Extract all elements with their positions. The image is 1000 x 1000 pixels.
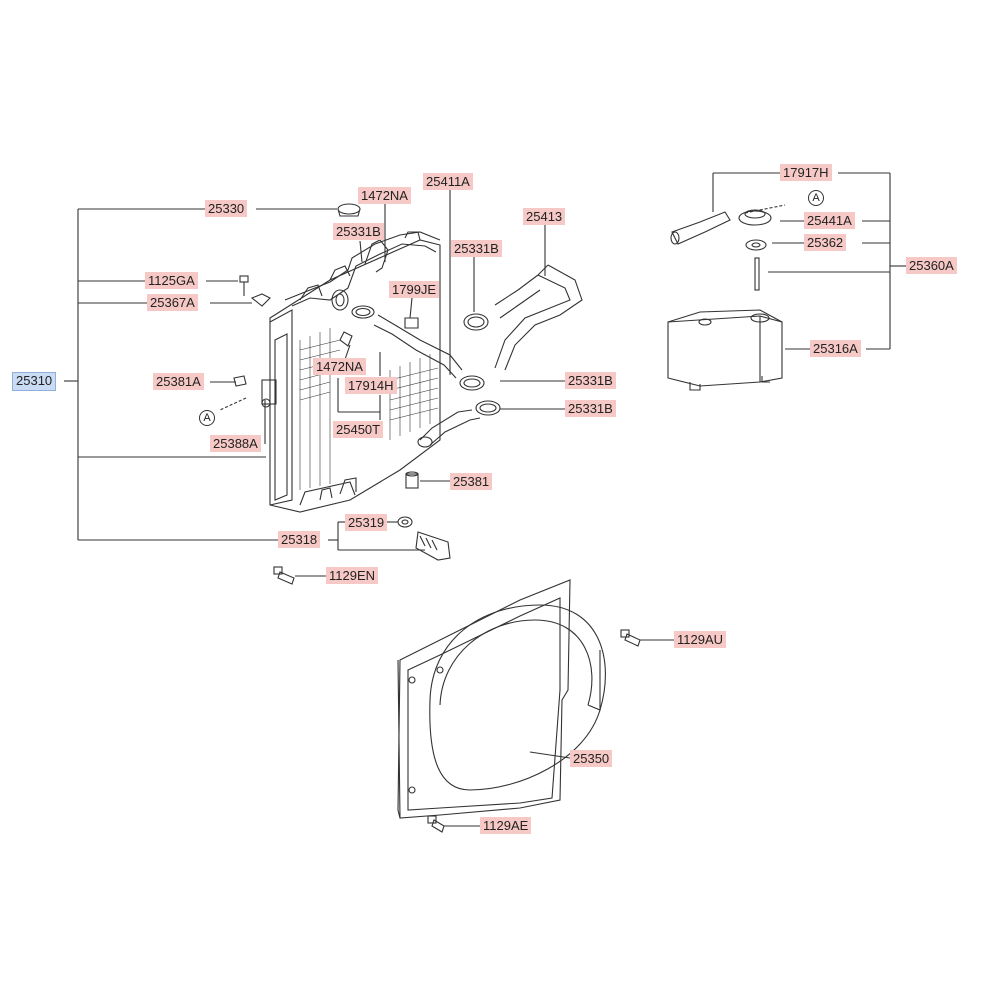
fan-shroud <box>397 579 606 819</box>
part-label-25318[interactable]: 25318 <box>278 531 321 548</box>
part-label-25388A[interactable]: 25388A <box>210 435 261 452</box>
part-label-25381A[interactable]: 25381A <box>153 373 204 390</box>
part-label-25411A[interactable]: 25411A <box>423 173 473 190</box>
reservoir <box>667 209 783 391</box>
part-label-25310[interactable]: 25310 <box>12 372 57 391</box>
part-label-25330[interactable]: 25330 <box>205 200 248 217</box>
part-label-25331B-b[interactable]: 25331B <box>451 240 502 257</box>
part-label-25331B-d[interactable]: 25331B <box>565 400 616 417</box>
reference-arrows <box>219 204 786 411</box>
small-parts <box>233 203 641 833</box>
part-label-1129AU[interactable]: 1129AU <box>674 631 727 648</box>
part-label-25362[interactable]: 25362 <box>804 234 847 251</box>
part-label-25413[interactable]: 25413 <box>523 208 566 225</box>
part-label-25381[interactable]: 25381 <box>450 473 493 490</box>
part-label-25319[interactable]: 25319 <box>345 514 388 531</box>
part-label-1472NA-mid[interactable]: 1472NA <box>313 358 366 375</box>
part-label-25331B-a[interactable]: 25331B <box>333 223 384 240</box>
part-label-1472NA-top[interactable]: 1472NA <box>358 187 411 204</box>
part-label-17917H[interactable]: 17917H <box>780 164 832 181</box>
circle-marker-a-left: A <box>199 410 215 426</box>
circle-marker-a-right: A <box>808 190 824 206</box>
part-label-1129AE[interactable]: 1129AE <box>480 817 532 834</box>
part-label-25316A[interactable]: 25316A <box>810 340 861 357</box>
part-label-25450T[interactable]: 25450T <box>333 421 384 438</box>
part-label-25441A[interactable]: 25441A <box>804 212 855 229</box>
radiator <box>261 231 441 513</box>
part-label-17914H[interactable]: 17914H <box>345 377 397 394</box>
part-label-25350[interactable]: 25350 <box>570 750 613 767</box>
part-label-25367A[interactable]: 25367A <box>147 294 198 311</box>
part-label-1799JE[interactable]: 1799JE <box>389 281 440 298</box>
part-label-25360A[interactable]: 25360A <box>906 257 957 274</box>
leader-lines <box>64 172 906 827</box>
part-label-1125GA[interactable]: 1125GA <box>145 272 198 289</box>
part-label-1129EN[interactable]: 1129EN <box>326 567 379 584</box>
part-label-25331B-c[interactable]: 25331B <box>565 372 616 389</box>
